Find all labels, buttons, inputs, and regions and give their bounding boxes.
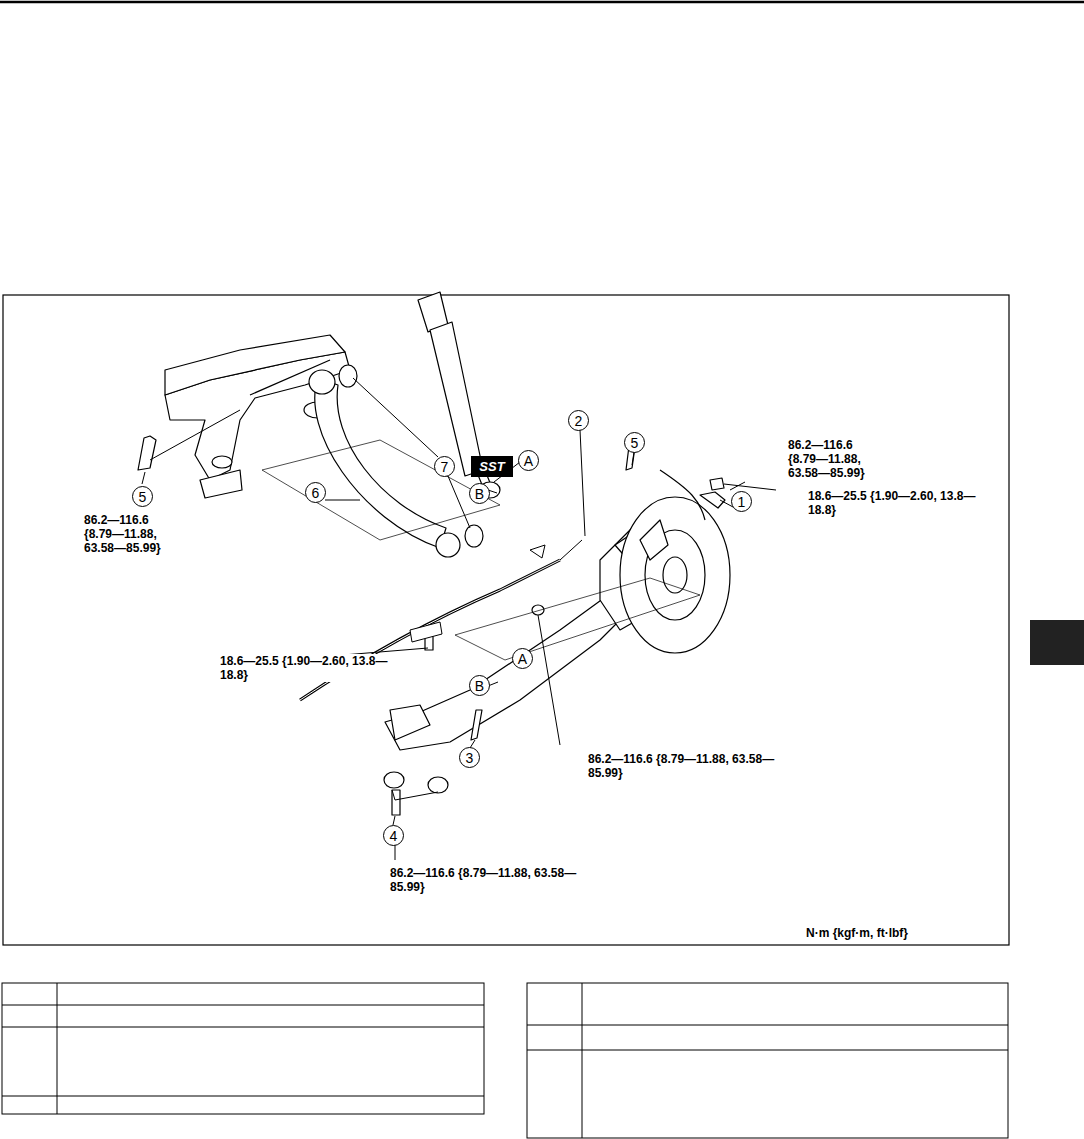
node-text: B	[475, 679, 484, 693]
unit-note: N·m {kgf·m, ft·lbf}	[806, 926, 1006, 940]
callout-number: 2	[568, 410, 589, 431]
node-text: 1	[738, 495, 746, 509]
torque-spec: 86.2—116.6 {8.79—11.88, 63.58—85.99}	[788, 438, 883, 480]
node-text: 2	[575, 414, 583, 428]
torque-spec: 18.6—25.5 {1.90—2.60, 13.8—18.8}	[808, 489, 978, 517]
callout-number: B	[469, 675, 490, 696]
node-text: 3	[466, 751, 474, 765]
node-text: B	[475, 487, 484, 501]
callout-number: 5	[624, 432, 645, 453]
torque-spec: 86.2—116.6 {8.79—11.88, 63.58—85.99}	[588, 752, 788, 780]
node-text: SST	[479, 460, 504, 473]
callout-number: 3	[459, 747, 480, 768]
node-text: 6	[312, 486, 320, 500]
callout-number: A	[518, 450, 539, 471]
callout-number: A	[512, 648, 533, 669]
node-text: 5	[631, 436, 639, 450]
node-text: 7	[441, 460, 449, 474]
callout-number: 6	[305, 482, 326, 503]
torque-spec: 86.2—116.6 {8.79—11.88, 63.58—85.99}	[390, 866, 590, 894]
torque-spec: 86.2—116.6 {8.79—11.88, 63.58—85.99}	[84, 513, 179, 555]
node-text: A	[518, 652, 527, 666]
torque-spec: 18.6—25.5 {1.90—2.60, 13.8—18.8}	[220, 654, 390, 682]
callout-number: 7	[434, 456, 455, 477]
node-text: 5	[139, 490, 147, 504]
node-text: A	[524, 454, 533, 468]
sst-tag: SST	[471, 456, 513, 477]
callout-number: 5	[132, 486, 153, 507]
node-text: 4	[390, 829, 398, 843]
callout-number: 1	[731, 491, 752, 512]
callout-number: 4	[383, 825, 404, 846]
callout-number: B	[469, 483, 490, 504]
